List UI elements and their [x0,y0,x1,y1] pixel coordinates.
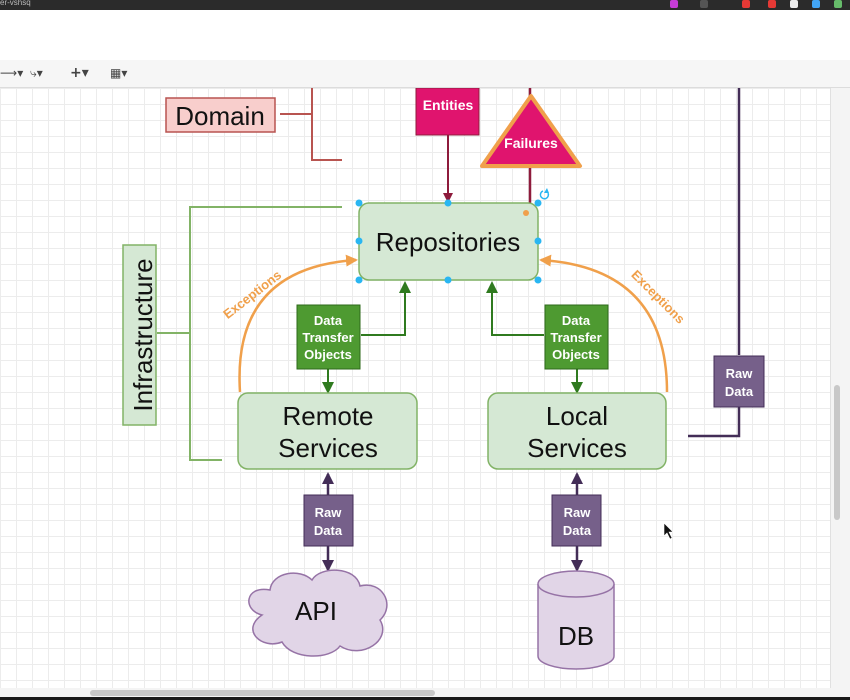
exceptions-arrow-right [539,254,669,393]
raw-data-left-line1: Raw [315,505,343,520]
infrastructure-node[interactable]: Infrastructure [122,244,158,426]
toolbar: ⟶▾ ⤷▾ +▾ ▦▾ [0,60,850,88]
dto-arrow-up-left [361,281,411,336]
dto-left-line3: Objects [304,347,352,362]
dto-right-line3: Objects [552,347,600,362]
exceptions-arrow-left [238,254,358,393]
entities-label: Entities [423,97,474,113]
mouse-cursor-icon [663,522,674,540]
remote-services-node[interactable]: Remote Services [237,392,418,470]
rounding-handle[interactable] [523,210,529,216]
infrastructure-label: Infrastructure [128,258,158,411]
raw-data-left-node[interactable]: Raw Data [303,494,354,547]
app-header [0,10,850,60]
window-title: er-vshsq [0,0,31,7]
dto-right-node[interactable]: Data Transfer Objects [544,304,609,370]
db-cylinder-top [537,570,615,598]
raw-data-right-line2: Data [725,384,754,399]
raw-data-mid-box[interactable] [551,494,602,547]
remote-services-box[interactable] [237,392,418,470]
extension-icon[interactable] [834,0,842,8]
rotate-handle-icon[interactable] [539,188,550,200]
insert-add-icon[interactable]: +▾ [70,65,89,81]
remote-services-line1: Remote [282,401,373,431]
failures-node[interactable]: Failures [480,94,582,168]
failures-label: Failures [504,135,558,151]
raw-data-right-line1: Raw [726,366,754,381]
extension-icon[interactable] [768,0,776,8]
repositories-label: Repositories [376,227,521,257]
extension-icon[interactable] [812,0,820,8]
db-node[interactable]: DB [537,570,615,670]
db-label: DB [558,621,594,651]
db-cylinder-body[interactable] [537,584,615,670]
local-services-line2: Services [527,433,627,463]
extension-icon[interactable] [700,0,708,8]
api-cloud[interactable] [248,569,388,657]
local-services-box[interactable] [487,392,667,470]
raw-data-line [688,407,741,438]
entities-node[interactable]: Entities [415,88,480,136]
domain-group[interactable]: Domain [165,88,342,161]
domain-box[interactable] [165,97,276,133]
dto-right-line1: Data [562,313,591,328]
browser-top-bar: er-vshsq [0,0,850,10]
api-label: API [295,596,337,626]
raw-data-mid-line2: Data [563,523,592,538]
raw-data-mid-line1: Raw [564,505,592,520]
connector-style-icon[interactable]: ⟶▾ [0,66,24,80]
bottom-edge [0,697,850,700]
dto-left-node[interactable]: Data Transfer Objects [296,304,361,370]
selection-handles[interactable] [355,199,542,284]
horizontal-scroll-thumb[interactable] [90,690,435,696]
raw-data-right-box[interactable] [713,355,765,408]
repositories-node[interactable]: Repositories [355,188,550,284]
dto-left-line2: Transfer [302,330,353,345]
raw-data-left-line2: Data [314,523,343,538]
dto-left-box[interactable] [296,304,361,370]
local-services-node[interactable]: Local Services [487,392,667,470]
failures-triangle[interactable] [480,94,582,168]
dto-right-line2: Transfer [550,330,601,345]
entities-box[interactable] [415,88,480,136]
remote-services-line2: Services [278,433,378,463]
raw-data-mid-node[interactable]: Raw Data [551,494,602,547]
dto-arrow-up-right [486,281,544,336]
dto-right-box[interactable] [544,304,609,370]
vertical-scroll-thumb[interactable] [834,385,840,520]
infrastructure-box[interactable] [122,244,157,426]
domain-bracket [311,88,342,161]
local-services-line1: Local [546,401,608,431]
api-node[interactable]: API [248,569,388,657]
extension-icon[interactable] [670,0,678,8]
raw-data-left-box[interactable] [303,494,354,547]
diagram-canvas[interactable]: Domain Entities Failures Infrastructure [0,88,830,688]
extension-icon[interactable] [742,0,750,8]
table-grid-icon[interactable]: ▦▾ [110,66,128,80]
waypoint-style-icon[interactable]: ⤷▾ [30,66,43,80]
dto-left-line1: Data [314,313,343,328]
domain-label: Domain [175,101,265,131]
raw-data-right-node[interactable]: Raw Data [713,355,765,408]
architecture-diagram: Domain Entities Failures Infrastructure [122,88,765,670]
extension-icon[interactable] [790,0,798,8]
exceptions-label-right: Exceptions [628,267,688,327]
vertical-scrollbar[interactable] [830,88,850,688]
